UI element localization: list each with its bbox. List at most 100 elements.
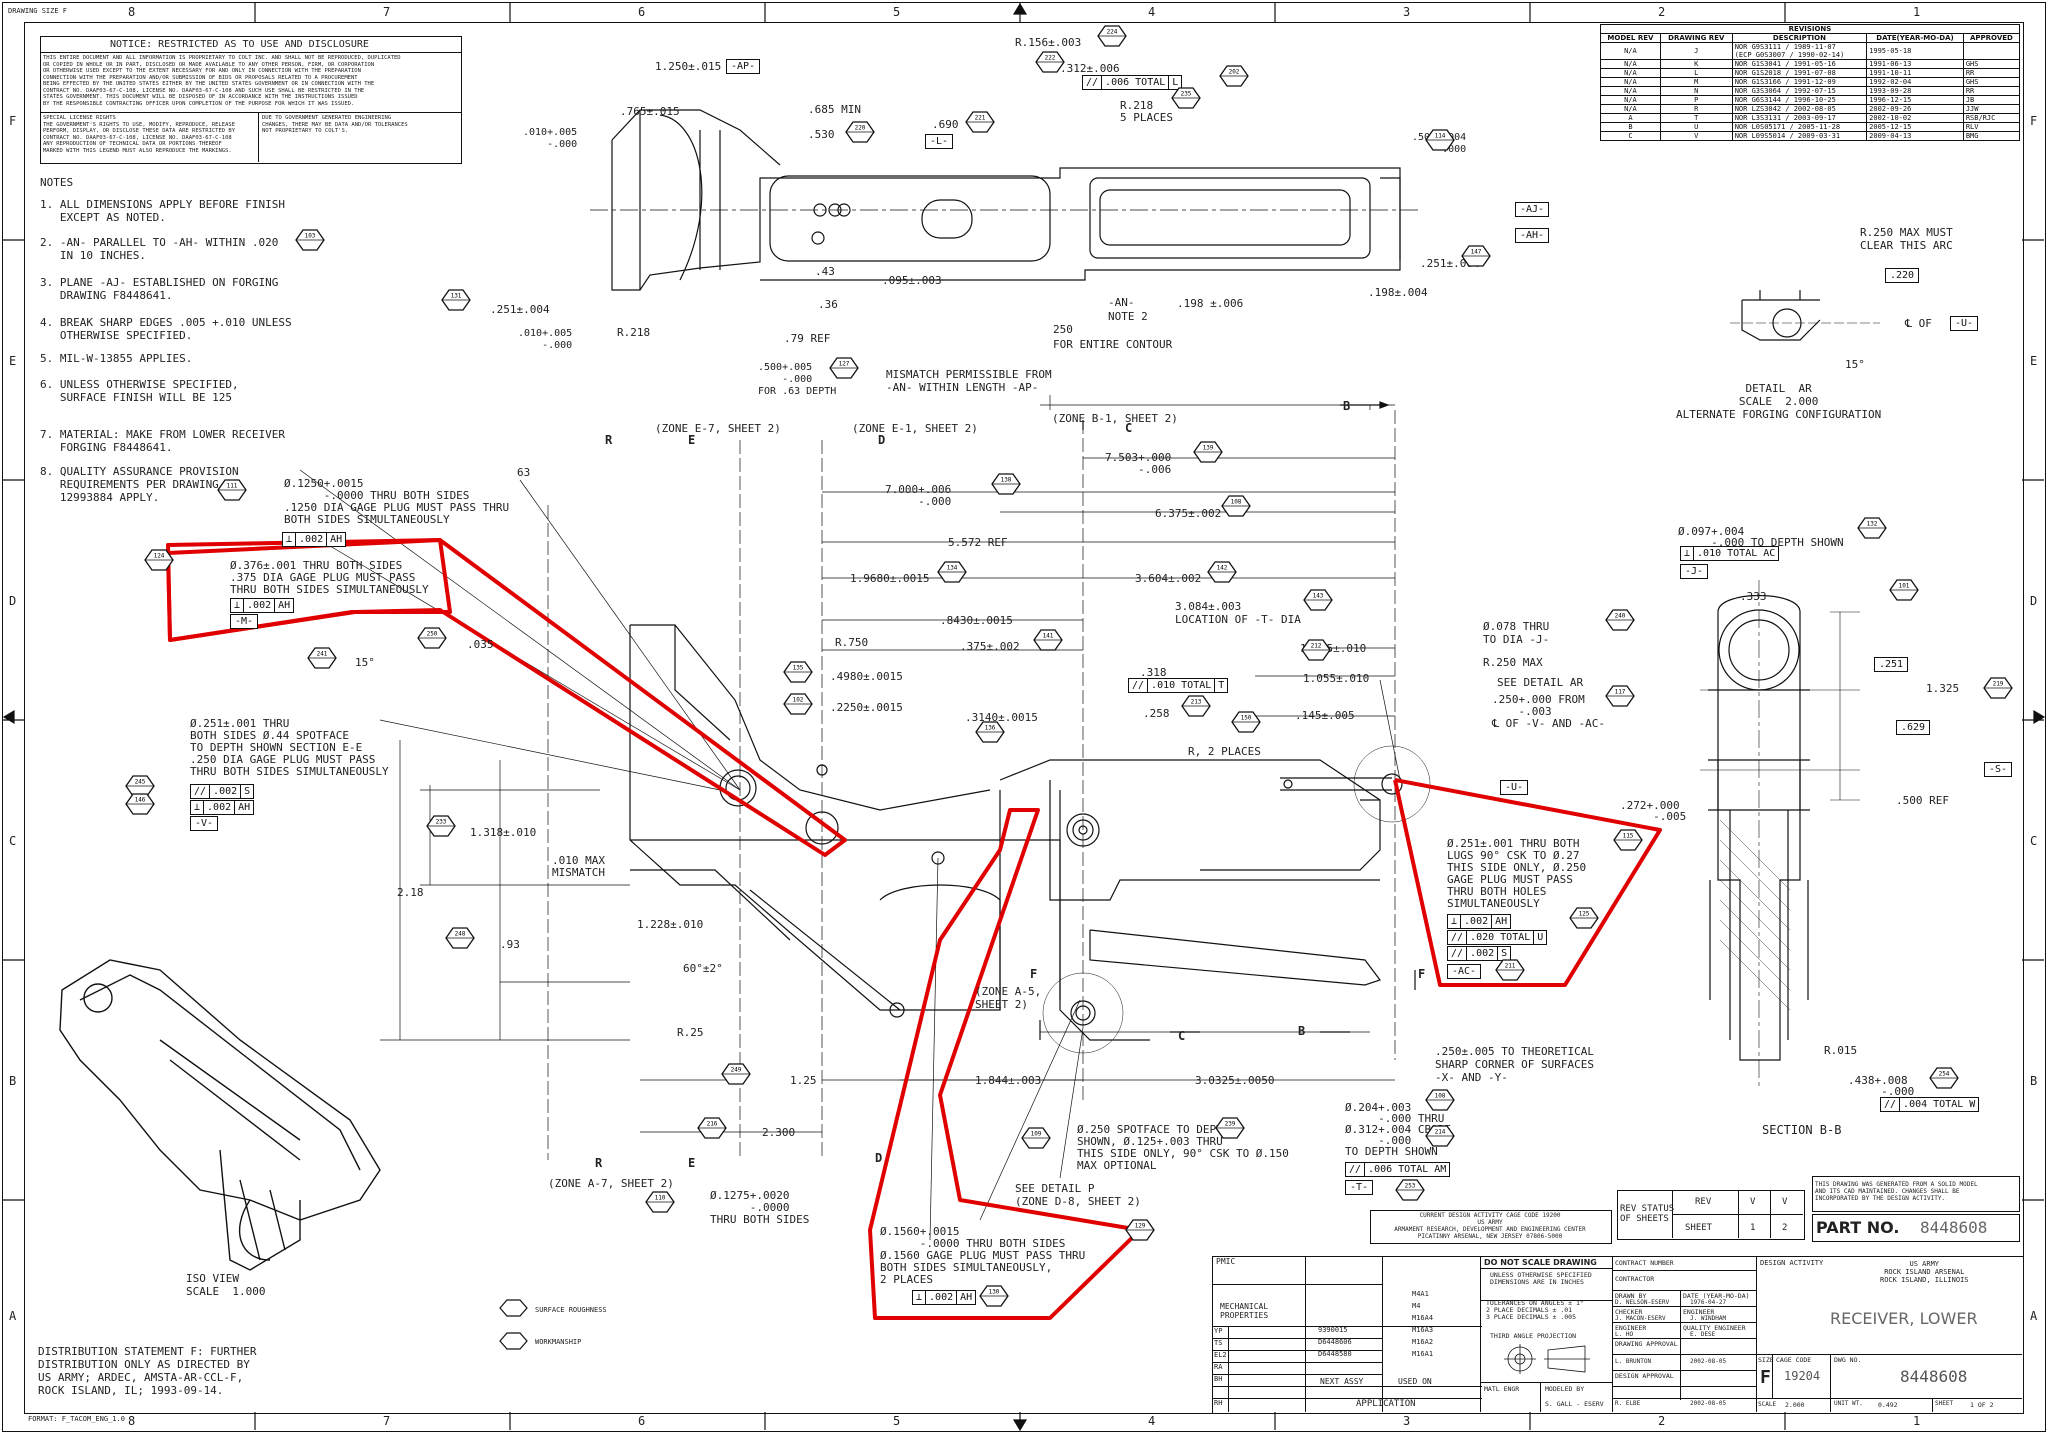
zone-top-label: 1 [1913, 5, 1921, 19]
notice-body: THIS ENTIRE DOCUMENT AND ALL INFORMATION… [43, 55, 401, 107]
section-cut-letter: C [1178, 1029, 1186, 1043]
tb-scale-label: SCALE [1758, 1401, 1777, 1408]
dim-r-2places: R, 2 PLACES [1188, 745, 1261, 758]
revisions-cell: R [1659, 104, 1733, 114]
revisions-cell: M [1659, 77, 1733, 87]
notice-box [40, 36, 462, 164]
tb-da-date: 2002-08-05 [1690, 1358, 1727, 1365]
revisions-cell: RR [1962, 86, 2021, 96]
rev-status-s2: 2 [1782, 1223, 1788, 1233]
revisions-cell [1962, 42, 2021, 60]
dim-198-right: .198±.004 [1368, 286, 1428, 299]
dim-035: .035 [467, 638, 494, 651]
revisions-header: DRAWING REV [1659, 33, 1733, 43]
tb-tolerances: TOLERANCES ON ANGLES ± 1° 2 PLACE DECIMA… [1486, 1299, 1584, 1321]
tb-used-on-item: M16A4 [1412, 1314, 1434, 1322]
zone-side-label: C [9, 834, 17, 848]
tb-drawn-name: D. NELSON-ESERV [1615, 1299, 1670, 1306]
revisions-cell: 1995-05-18 [1866, 42, 1964, 60]
bb-fcf-004-w: //.004 TOTAL W [1880, 1097, 1980, 1112]
fcf-006-total-am: //.006 TOTAL AM [1345, 1162, 1451, 1177]
datum-u-main: -U- [1500, 780, 1529, 795]
dim-93: .93 [500, 938, 520, 951]
dim-6375: 6.375±.002 [1155, 507, 1222, 520]
datum-ap: -AP- [726, 59, 761, 74]
tb-qe: QUALITY ENGINEER [1683, 1324, 1746, 1332]
bb-title: SECTION B-B [1762, 1123, 1842, 1137]
title-block [1212, 1256, 2024, 1414]
tb-prop-row: RH [1214, 1399, 1223, 1407]
revisions-cell: K [1659, 59, 1733, 69]
revisions-cell: T [1659, 113, 1733, 123]
tb-dwg-label: DWG NO. [1834, 1356, 1862, 1364]
dim-312: .312±.006 [1060, 62, 1120, 75]
revisions-cell: 1992-02-04 [1866, 77, 1964, 87]
hole-204-note: Ø.204+.003 -.000 THRU Ø.312+.004 CBORE -… [1345, 1101, 1451, 1158]
section-bb-outline [1700, 580, 1860, 1090]
tb-engineer2-name: L. HO [1615, 1331, 1634, 1338]
revisions-cell: NOR LZS3042 / 2002-08-05 [1731, 104, 1868, 114]
note-item: 1. ALL DIMENSIONS APPLY BEFORE FINISH EX… [40, 198, 286, 224]
dim-30325: 3.0325±.0050 [1195, 1074, 1275, 1087]
distribution-statement: DISTRIBUTION STATEMENT F: FURTHER DISTRI… [38, 1345, 257, 1397]
finish-63: 63 [517, 466, 531, 479]
revisions-cell: 2002-09-26 [1866, 104, 1964, 114]
bb-dim-333: .333 [1740, 590, 1767, 603]
revisions-header: APPROVED [1962, 33, 2021, 43]
detail-ar-cl: ℄ OF [1905, 317, 1932, 330]
bb-dim-500-ref: .500 REF [1896, 794, 1949, 807]
legend-workmanship: WORKMANSHIP [535, 1338, 582, 1346]
zone-side-label: B [2030, 1074, 2038, 1088]
dim-1125: 1.125±.010 [1300, 642, 1367, 655]
dim-1250: 1.250±.015 [655, 60, 722, 73]
tb-drawn-by: DRAWN BY [1615, 1292, 1647, 1300]
note-item: 7. MATERIAL: MAKE FROM LOWER RECEIVER FO… [40, 428, 286, 454]
zone-top-label: 2 [1658, 5, 1666, 19]
revisions-cell: 1996-12-15 [1866, 95, 1964, 105]
bb-dim-629: .629 [1896, 720, 1931, 735]
drawing-size-label: DRAWING SIZE F [8, 7, 68, 15]
tb-qe-name: E. DESE [1690, 1331, 1716, 1338]
dim-010-top: .010+.005 -.000 [523, 127, 578, 150]
zone-a7-label: (ZONE A-7, SHEET 2) [548, 1177, 674, 1190]
tb-unless: UNLESS OTHERWISE SPECIFIED DIMENSIONS AR… [1490, 1271, 1592, 1286]
rev-status-s1: 1 [1750, 1223, 1756, 1233]
datum-ac: -AC- [1447, 964, 1482, 979]
tb-engineer: ENGINEER [1683, 1308, 1715, 1316]
revisions-cell: NOR G3S3064 / 1992-07-15 [1731, 86, 1868, 96]
iso-view-title: ISO VIEW SCALE 1.000 [186, 1272, 266, 1298]
revisions-cell: N/A [1600, 95, 1661, 105]
tb-checker: CHECKER [1615, 1308, 1643, 1316]
revisions-cell: N/A [1600, 77, 1661, 87]
dim-1055: 1.055±.010 [1303, 672, 1370, 685]
section-cut-letter: D [878, 433, 886, 447]
tb-engineer-name: J. WINDHAM [1690, 1315, 1727, 1322]
revisions-cell: 1993-09-28 [1866, 86, 1964, 96]
dim-145: .145±.005 [1295, 709, 1355, 722]
tb-next-assy-label: NEXT ASSY [1320, 1377, 1364, 1386]
hole-251b-note: Ø.251±.001 THRU BOTH LUGS 90° CSK TO Ø.2… [1447, 837, 1587, 910]
revisions-cell: C [1600, 131, 1661, 141]
dim-010-mismatch: .010 MAX MISMATCH [552, 854, 605, 879]
dim-1844: 1.844±.003 [975, 1074, 1042, 1087]
dim-251-right: .251±.004 [1420, 257, 1480, 270]
tb-drawing-approval: DRAWING APPROVAL [1615, 1340, 1678, 1348]
note-item: 5. MIL-W-13855 APPLIES. [40, 352, 193, 365]
zone-e7-label: (ZONE E-7, SHEET 2) [655, 422, 781, 435]
zone-side-label: F [9, 114, 17, 128]
zone-top-label: 5 [893, 5, 901, 19]
tb-dwg: 8448608 [1900, 1367, 1968, 1386]
dim-43: .43 [815, 265, 835, 278]
notice-title: NOTICE: RESTRICTED AS TO USE AND DISCLOS… [110, 39, 369, 50]
datum-m: -M- [230, 614, 259, 629]
zone-bottom-label: 4 [1148, 1414, 1156, 1428]
bb-dim-438: .438+.008 -.000 [1848, 1074, 1915, 1098]
hole-251-note: Ø.251±.001 THRU BOTH SIDES Ø.44 SPOTFACE… [190, 717, 389, 778]
